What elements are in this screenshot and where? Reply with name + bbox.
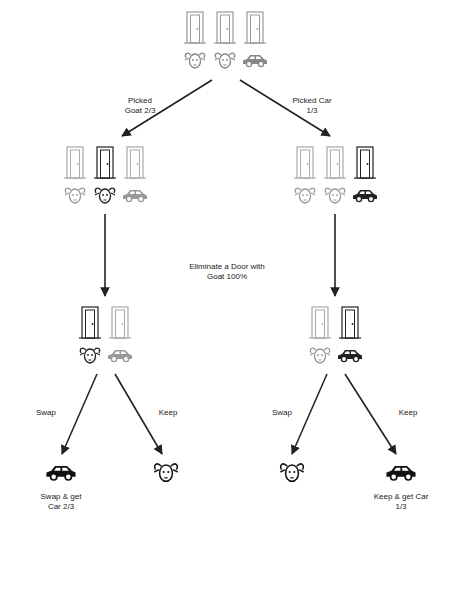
edge-label: Swap (266, 408, 298, 418)
car-icon (243, 55, 267, 67)
goat-icon (80, 348, 100, 363)
edge-label: Picked Car 1/3 (291, 96, 333, 116)
edge-label: Keep (152, 408, 184, 418)
door-icon (79, 307, 101, 338)
outcome-label: Swap & get Car 2/3 (33, 492, 89, 512)
goat-icon (325, 188, 345, 203)
flow-arrow (104, 214, 106, 296)
goat-icon (280, 464, 303, 481)
door-icon (124, 147, 146, 178)
note-label: Eliminate a Door with Goat 100% (185, 262, 269, 282)
car-icon (123, 190, 147, 202)
car-icon (353, 190, 377, 202)
edge-label: Keep (392, 408, 424, 418)
door-icon (94, 147, 116, 178)
edge-label: Swap (30, 408, 62, 418)
flow-arrow (115, 374, 162, 454)
flow-arrow (292, 374, 327, 454)
edge-label: Picked Goat 2/3 (119, 96, 161, 116)
goat-icon (95, 188, 115, 203)
outcome-label: Keep & get Car 1/3 (373, 492, 429, 512)
car-icon (108, 350, 132, 362)
door-icon (309, 307, 331, 338)
goat-icon (215, 53, 235, 68)
car-icon (46, 466, 75, 480)
door-icon (109, 307, 131, 338)
door-icon (324, 147, 346, 178)
door-icon (294, 147, 316, 178)
flow-arrow (345, 374, 396, 454)
door-icon (64, 147, 86, 178)
goat-icon (185, 53, 205, 68)
car-icon (338, 350, 362, 362)
door-icon (214, 12, 236, 43)
door-icon (184, 12, 206, 43)
door-icon (339, 307, 361, 338)
goat-icon (154, 464, 177, 481)
flow-arrow (334, 214, 336, 296)
door-icon (354, 147, 376, 178)
goat-icon (295, 188, 315, 203)
car-icon (386, 466, 415, 480)
goat-icon (65, 188, 85, 203)
door-icon (244, 12, 266, 43)
goat-icon (310, 348, 330, 363)
flow-arrow (62, 374, 97, 454)
